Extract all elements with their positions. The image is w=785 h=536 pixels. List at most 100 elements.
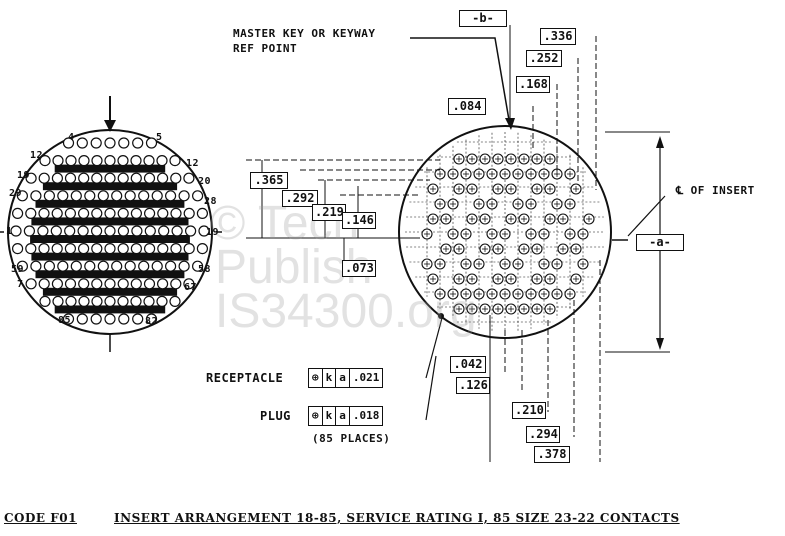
contact-hole xyxy=(25,172,37,184)
contact-hole xyxy=(91,243,103,255)
contact-row-bar xyxy=(54,164,166,173)
contact-hole xyxy=(78,155,90,167)
contact-hole xyxy=(90,137,102,149)
dimension-292: .292 xyxy=(282,190,318,207)
pin-number: 85 xyxy=(58,315,72,326)
contact-hole xyxy=(117,155,129,167)
contact-hole xyxy=(169,295,181,307)
contact-hole xyxy=(30,190,42,202)
plug-feature-control-frame: ⊕ k a .018 xyxy=(308,406,384,426)
contact-hole xyxy=(64,225,76,237)
contact-hole xyxy=(165,190,177,202)
contact-hole xyxy=(196,207,208,219)
contact-hole xyxy=(130,207,142,219)
contact-hole xyxy=(169,155,181,167)
pin-number: 4 xyxy=(68,132,75,143)
contact-hole xyxy=(143,278,156,290)
dimension-336: .336 xyxy=(540,28,576,45)
pin-number: 1 xyxy=(6,226,13,237)
contact-hole xyxy=(77,225,89,237)
centerline-label: ℄ OF INSERT xyxy=(676,184,755,197)
contact-hole xyxy=(138,260,150,272)
contact-row-bar xyxy=(35,199,185,208)
contact-hole xyxy=(62,313,75,325)
contact-hole xyxy=(185,225,197,237)
contact-hole xyxy=(70,260,82,272)
contact-hole xyxy=(12,243,24,255)
contact-row-bar xyxy=(31,217,189,226)
contact-hole xyxy=(124,190,136,202)
contact-hole xyxy=(170,172,182,184)
contact-hole xyxy=(144,243,156,255)
contact-hole xyxy=(38,278,50,290)
contact-hole xyxy=(198,225,210,237)
contact-hole xyxy=(157,207,169,219)
contact-hole xyxy=(97,190,109,202)
pin-number: 12 xyxy=(30,150,44,161)
contact-hole xyxy=(183,172,195,184)
contact-hole xyxy=(84,260,96,272)
contact-hole xyxy=(117,295,129,307)
contact-hole xyxy=(12,207,24,219)
contact-hole xyxy=(39,295,51,307)
pin-number: 59 xyxy=(11,264,25,275)
dimension-146: .146 xyxy=(342,212,376,229)
contact-hole xyxy=(91,155,103,167)
contact-hole xyxy=(39,155,51,167)
contact-hole xyxy=(130,278,142,290)
code-label: CODE F01 xyxy=(4,511,77,525)
contact-hole xyxy=(104,137,116,149)
pin-number: 7 xyxy=(17,279,24,290)
pin-number: 29 xyxy=(9,188,23,199)
contact-hole xyxy=(91,172,103,184)
contact-hole xyxy=(51,278,64,290)
caption-text: INSERT ARRANGEMENT 18-85, SERVICE RATING… xyxy=(114,511,680,525)
contact-hole xyxy=(130,172,142,184)
position-symbol-icon: ⊕ xyxy=(309,369,323,387)
contact-hole xyxy=(90,225,103,237)
receptacle-feature-control-frame: ⊕ k a .021 xyxy=(308,368,384,388)
contact-hole xyxy=(64,278,77,290)
dimension-294: .294 xyxy=(526,426,560,443)
contact-hole xyxy=(117,172,129,184)
dimension-168: .168 xyxy=(516,76,550,93)
datum-b-label: -b- xyxy=(459,10,507,27)
contact-hole xyxy=(171,225,183,237)
contact-hole xyxy=(25,243,37,255)
dimension-252: .252 xyxy=(526,50,562,67)
pin-number: 12 xyxy=(186,158,200,169)
pin-number: 19 xyxy=(206,227,220,238)
contact-hole xyxy=(196,243,208,255)
contact-hole xyxy=(157,172,169,184)
contact-hole xyxy=(104,313,116,325)
contact-hole xyxy=(78,295,90,307)
contact-hole xyxy=(117,278,129,290)
contact-hole xyxy=(16,260,28,272)
contact-hole xyxy=(104,243,116,255)
contact-hole xyxy=(183,207,195,219)
contact-hole xyxy=(183,278,195,290)
master-key-ref-label: REF POINT xyxy=(233,42,298,55)
dimension-073: .073 xyxy=(342,260,376,277)
contact-hole xyxy=(38,172,50,184)
contact-hole xyxy=(104,207,116,219)
contact-hole xyxy=(51,172,64,184)
contact-hole xyxy=(70,190,82,202)
contact-hole xyxy=(91,278,103,290)
contact-hole xyxy=(151,260,163,272)
dimension-378: .378 xyxy=(534,446,570,463)
contact-hole xyxy=(156,155,168,167)
contact-hole xyxy=(25,207,37,219)
contact-hole xyxy=(51,207,63,219)
contact-hole xyxy=(143,295,155,307)
contact-hole xyxy=(104,155,116,167)
contact-hole xyxy=(52,155,64,167)
contact-hole xyxy=(64,172,77,184)
contact-hole xyxy=(130,295,142,307)
pin-number: 19 xyxy=(17,170,31,181)
contact-hole xyxy=(143,172,156,184)
contact-hole xyxy=(104,172,116,184)
contact-hole xyxy=(52,295,64,307)
contact-hole xyxy=(117,225,130,237)
